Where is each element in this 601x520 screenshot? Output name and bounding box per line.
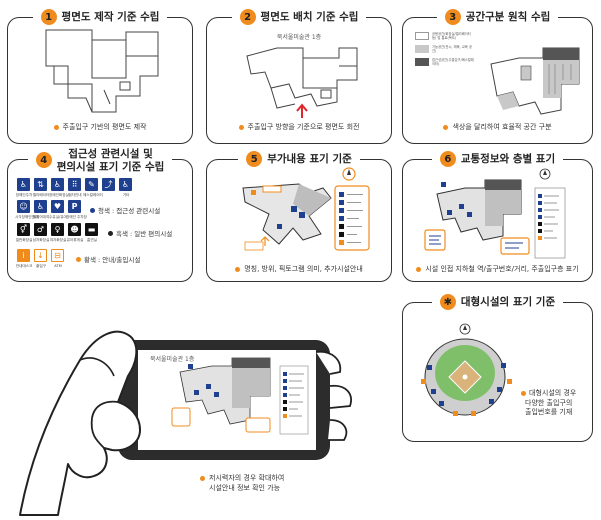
card-title: 평면도 배치 기준 수립	[260, 10, 359, 23]
step-number: 4	[35, 152, 52, 168]
floor-label: 북서울미술관 1층	[276, 34, 322, 41]
legend-swatch-access	[415, 58, 429, 66]
step-number: 5	[246, 151, 263, 167]
card-title: 공간구분 원칙 수립	[465, 10, 551, 23]
smoking-icon: ▬	[85, 223, 98, 236]
nursing-icon: ♥	[51, 200, 64, 213]
other-icon: ♿	[119, 178, 132, 191]
male-toilet-icon: ♂	[34, 223, 47, 236]
space-division-floorplan-illustration	[490, 47, 580, 115]
legend-swatch-function	[415, 45, 429, 53]
card-caption: 주출입구 기반의 평면도 제작	[62, 123, 147, 131]
stadium-illustration	[421, 323, 512, 416]
additional-info-floorplan-illustration	[242, 167, 370, 251]
icon-label: 기타	[122, 193, 130, 197]
card-accessibility-facilities: 4 접근성 관련시설 및 편의시설 표기 기준 수립 ♿ ⇅ ♿ ⠿ ✎ ⤴ ♿…	[7, 148, 193, 282]
info-desk-icon: i	[17, 249, 30, 262]
wheelchair-parking-icon: ♿	[17, 178, 30, 191]
icon-label: 수유실/유아	[49, 215, 67, 219]
step-number: ✱	[439, 294, 456, 310]
icon-label: ATM	[54, 264, 62, 268]
hearing-icon: ✎	[85, 178, 98, 191]
card-caption: 주출입구 방향을 기준으로 평면도 회전	[247, 123, 360, 131]
rotated-floorplan-illustration	[246, 47, 358, 118]
toilet-icon: ⚥	[17, 223, 30, 236]
baby-room-icon: ☻	[68, 223, 81, 236]
floorplan-outline-illustration	[45, 29, 159, 113]
icon-label: 출입구	[36, 264, 46, 268]
card-floorplan-creation: 1 평면도 제작 기준 수립 주출입구 기반의 평면도 제작	[7, 9, 193, 144]
atm-icon: ⊟	[51, 249, 64, 262]
icon-label: 에스컬레이터	[83, 193, 103, 197]
icon-label: 장애인주차	[15, 193, 33, 197]
card-floorplan-orientation: 2 평면도 배치 기준 수립 북서울미술관 1층 주출입구 방향을 기준으로 평…	[206, 9, 392, 144]
braille-icon: ⠿	[68, 178, 81, 191]
elevator-icon: ⇅	[34, 178, 47, 191]
entrance-icon: ↓	[34, 249, 47, 262]
icon-label: 장애인 주차장	[66, 215, 87, 219]
female-toilet-icon: ♀	[51, 223, 64, 236]
step-number: 6	[439, 151, 456, 167]
card-caption: 색상을 달리하여 효율적 공간 구분	[452, 123, 552, 131]
card-title: 교통정보와 층별 표기	[460, 152, 556, 165]
icon-label: 흡연실	[87, 238, 97, 242]
legend-label: 기능공간(전시, 체육, 교육 공간)	[432, 45, 472, 53]
wheelchair-rental-icon: ♿	[34, 200, 47, 213]
card-large-facility: ✱ 대형시설의 표기 기준 대형시설의 경우 다양한 출입구의 출입번호를 기재	[402, 294, 593, 442]
card-title-line2: 편의시설 표기 기준 수립	[56, 161, 165, 173]
icon-label: 여자화장실	[49, 238, 67, 242]
card-caption: 시설 인접 지하철 역/출구번호/거리, 주출입구층 표기	[425, 265, 579, 273]
legend-blue: 청색 : 접근성 관련시설	[98, 207, 161, 215]
icon-label: 유아휴게실	[66, 238, 84, 242]
legend-black: 흑색 : 일반 편의시설	[116, 230, 173, 238]
legend-swatch-common	[415, 32, 429, 40]
card-title: 대형시설의 표기 기준	[460, 295, 556, 308]
card-caption-line2: 다양한 출입구의	[525, 398, 573, 407]
card-caption-line1: 대형시설의 경우	[529, 389, 577, 397]
hand-holding-phone-illustration	[19, 330, 352, 516]
card-title: 평면도 제작 기준 수립	[61, 10, 160, 23]
icon-label: 장애인화장실	[49, 193, 69, 197]
bottom-caption-line1: 저시력자의 경우 확대하여	[209, 474, 285, 482]
bottom-caption-line2: 시설안내 정보 확인 가능	[209, 483, 281, 492]
step-number: 1	[40, 9, 57, 25]
legend-label: 공용공간(화장실/엘리베이터 등) 및 통로(복도)	[432, 32, 471, 40]
card-caption: 명칭, 방위, 픽토그램 의미, 추가시설안내	[244, 265, 363, 273]
step-number: 2	[239, 9, 256, 25]
guide-icon: ☺	[17, 200, 30, 213]
icon-label: 일반화장실	[15, 238, 33, 242]
icon-label: 남자화장실	[32, 238, 50, 242]
icon-label: 시각장애인안내	[15, 215, 39, 219]
card-title-line1: 접근성 관련시설 및	[68, 148, 153, 160]
legend-label: 접근성공간(주출입구/에스컬레이터)	[432, 58, 474, 66]
card-additional-info: 5 부가내용 표기 기준 명칭, 방위, 픽토그램 의미, 추가시설안내	[206, 151, 392, 282]
entrance-arrow-icon	[296, 103, 308, 118]
disabled-parking-icon: P	[68, 200, 81, 213]
icon-label: 안내데스크	[15, 264, 33, 268]
icon-label: 엘리베이터	[32, 193, 50, 197]
icon-label: 점자안내	[68, 193, 82, 197]
escalator-icon: ⤴	[102, 178, 115, 191]
card-title: 부가내용 표기 기준	[267, 152, 352, 165]
accessible-toilet-icon: ♿	[51, 178, 64, 191]
phone-floor-label: 북서울미술관 1층	[150, 356, 195, 363]
card-transport-floor: 6 교통정보와 층별 표기 시설 인접 지하철 역/출구번호/거리, 주출입구층…	[402, 151, 593, 282]
card-space-division: 3 공간구분 원칙 수립 공용공간(화장실/엘리베이터 등) 및 통로(복도) …	[402, 9, 593, 144]
legend-orange: 황색 : 안내/출입시설	[84, 256, 141, 264]
card-caption-line3: 출입번호를 기재	[525, 408, 573, 416]
icon-label: 휠체어대여	[32, 215, 50, 219]
step-number: 3	[444, 9, 461, 25]
transport-floorplan-illustration	[424, 168, 566, 259]
